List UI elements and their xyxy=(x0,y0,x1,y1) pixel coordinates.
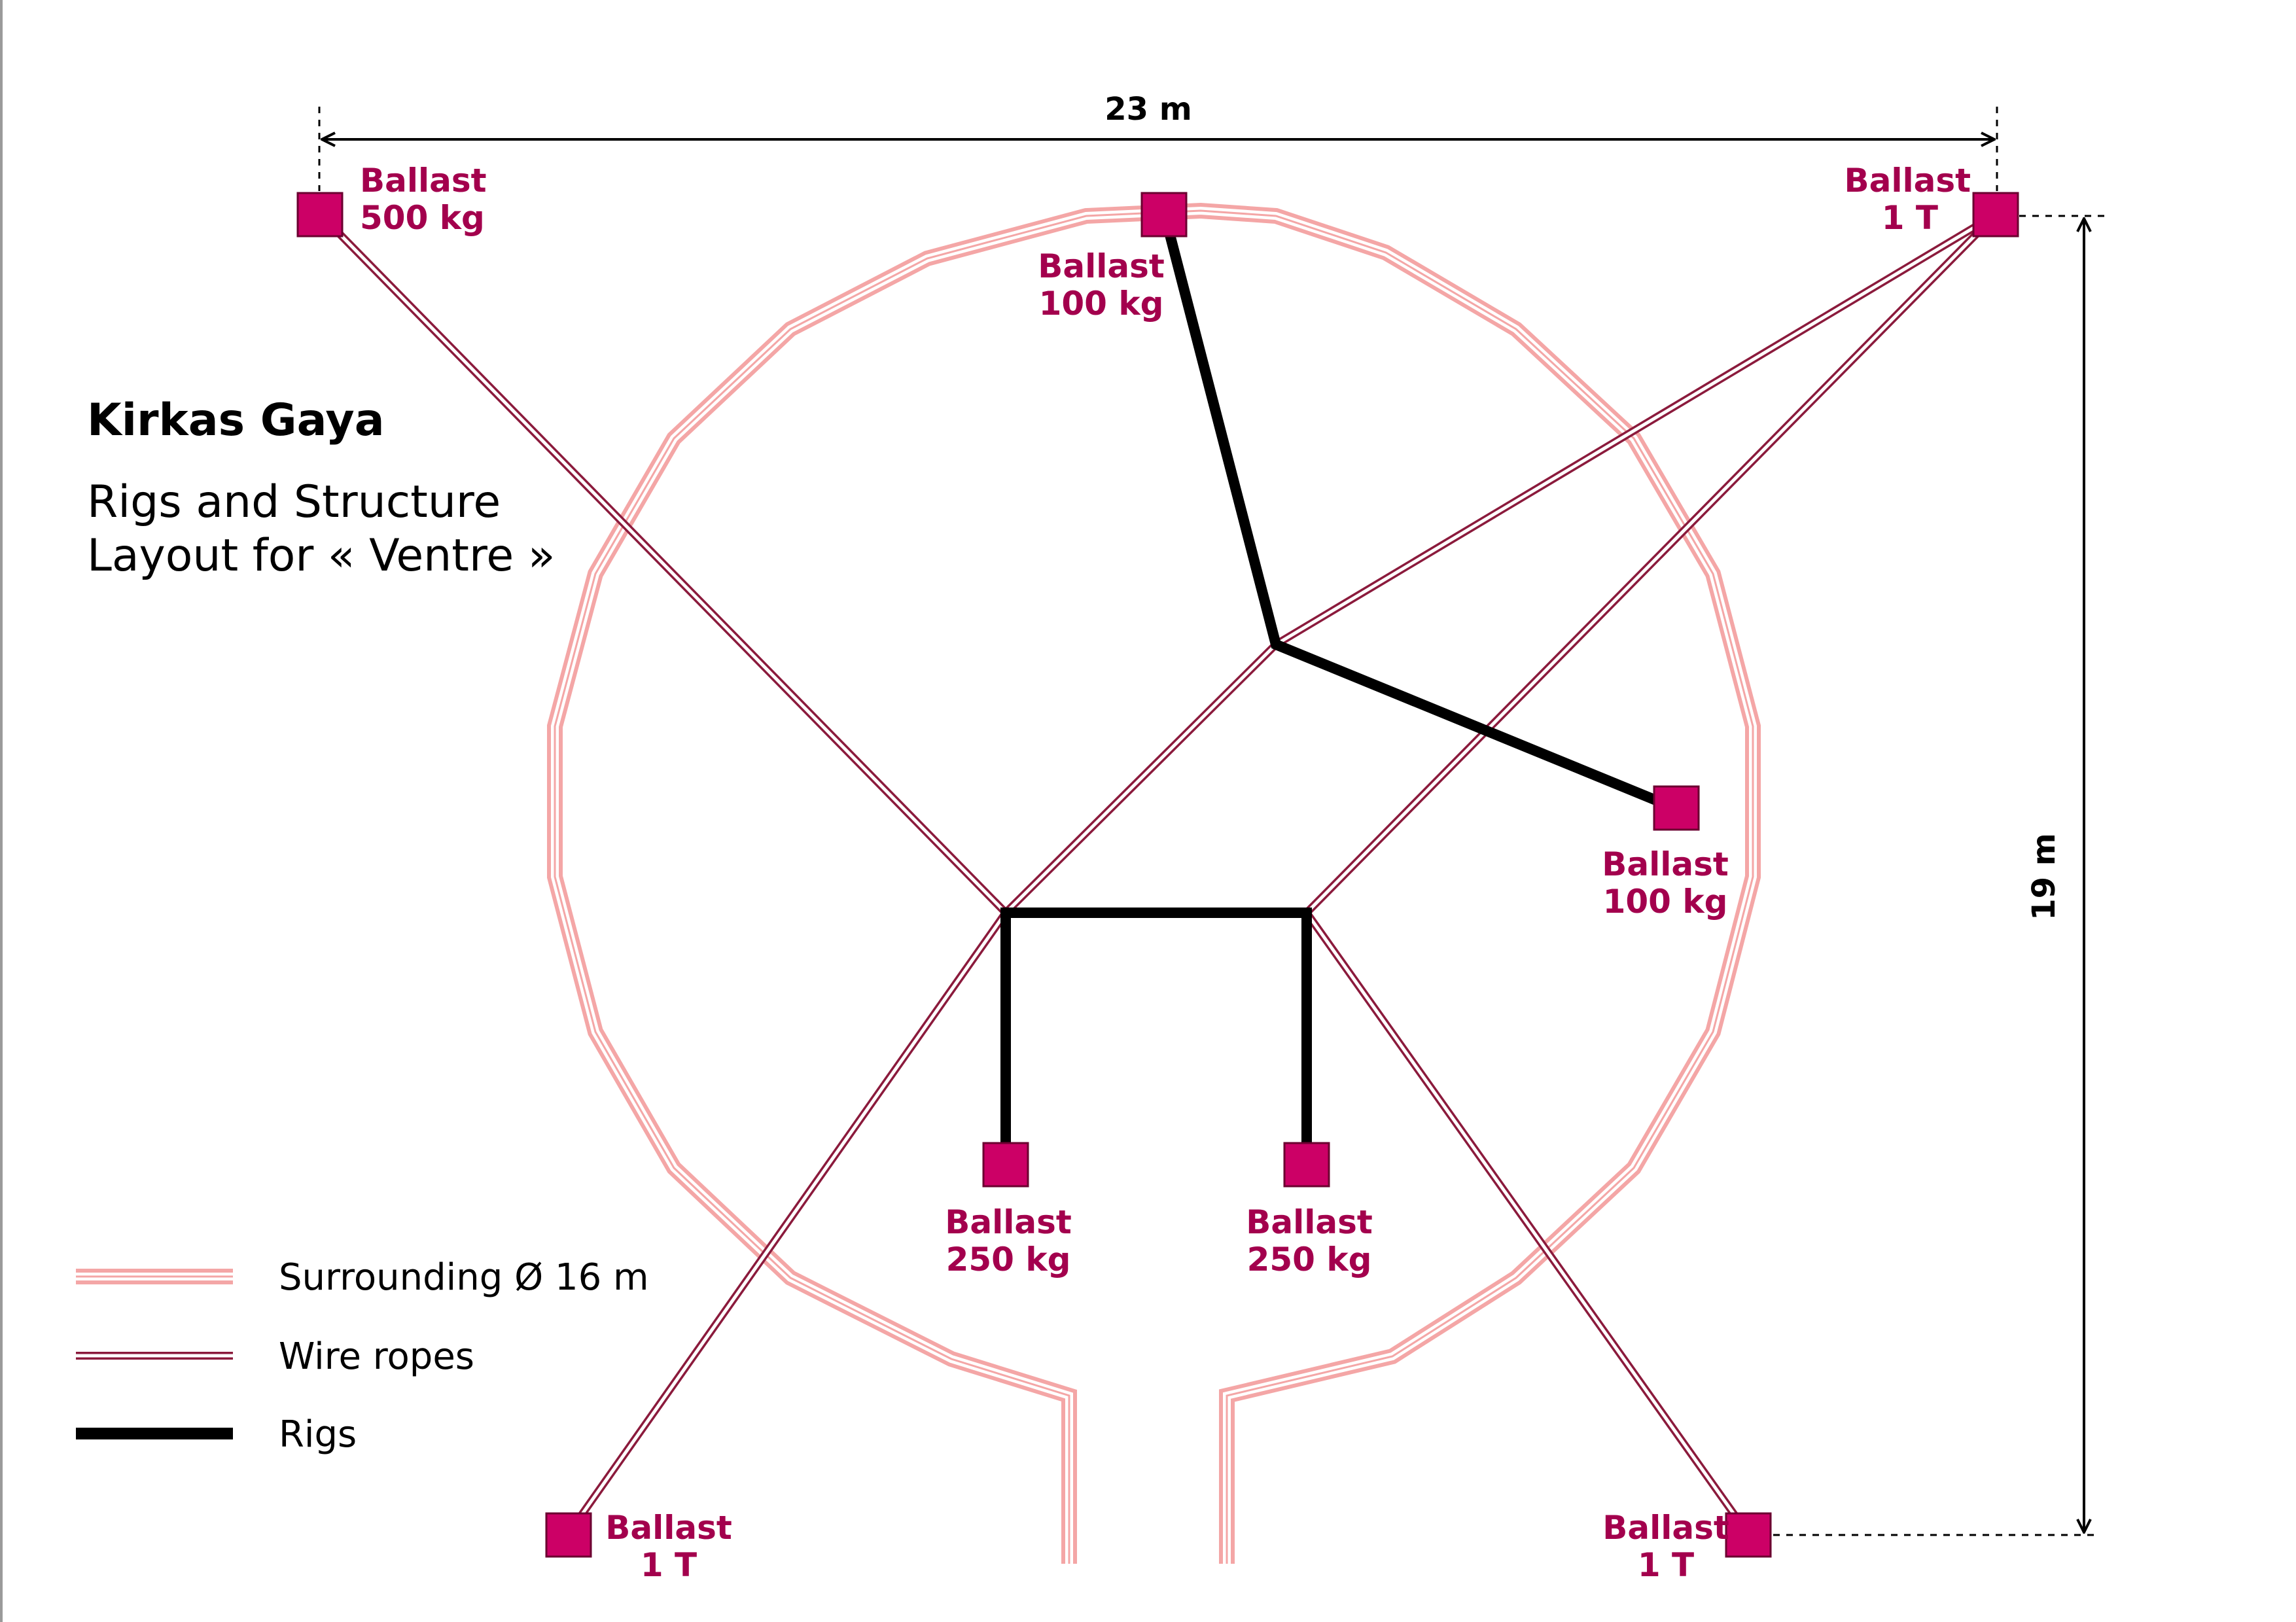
rigs xyxy=(1000,209,1680,1170)
ballast-bottom-right xyxy=(1725,1512,1772,1558)
ballast-label-top-center-2: 100 kg xyxy=(1039,285,1164,323)
legend-label-surrounding: Surrounding Ø 16 m xyxy=(279,1256,649,1299)
diagram-title: Kirkas Gaya xyxy=(87,395,385,446)
ballast-label-top-left-1: Ballast xyxy=(360,162,487,200)
ballast-bottom-left xyxy=(545,1512,592,1558)
width-dimension: 23 m xyxy=(318,91,1998,191)
ballast-label-top-left-2: 500 kg xyxy=(360,199,485,237)
title-block: Kirkas Gaya Rigs and Structure Layout fo… xyxy=(87,395,555,582)
ballast-bottom-inner-left xyxy=(982,1142,1029,1188)
ballast-label-mid-right-2: 100 kg xyxy=(1603,883,1728,921)
ballast-label-bottom-inner-left-2: 250 kg xyxy=(946,1241,1071,1278)
ballast-label-bottom-left-1: Ballast xyxy=(605,1509,732,1547)
ballast-label-top-right-1: Ballast xyxy=(1844,162,1971,200)
ballast-label-top-right-2: 1 T xyxy=(1882,199,1938,237)
ballast-top-right xyxy=(1972,192,2019,238)
ballast-label-bottom-left-2: 1 T xyxy=(641,1546,697,1584)
legend-label-rigs: Rigs xyxy=(279,1413,357,1456)
ballast-bottom-inner-right xyxy=(1283,1142,1330,1188)
surrounding-structure xyxy=(547,202,1761,1564)
ballast-top-left xyxy=(296,192,344,238)
ballast-label-bottom-right-2: 1 T xyxy=(1638,1546,1694,1584)
diagram-subtitle-line2: Layout for « Ventre » xyxy=(87,530,555,582)
ballast-mid-right xyxy=(1653,785,1700,831)
width-dimension-label: 23 m xyxy=(1104,91,1192,128)
ballast-label-bottom-right-1: Ballast xyxy=(1602,1509,1729,1547)
wire-ropes xyxy=(317,211,1999,1537)
ballast-label-bottom-inner-right-2: 250 kg xyxy=(1247,1241,1372,1278)
ballast-labels: Ballast 500 kg Ballast 100 kg Ballast 1 … xyxy=(360,162,1971,1584)
diagram-subtitle-line1: Rigs and Structure xyxy=(87,476,501,528)
ballast-label-bottom-inner-right-1: Ballast xyxy=(1246,1203,1373,1241)
height-dimension: 19 m xyxy=(1773,215,2107,1536)
ballast-top-center xyxy=(1140,192,1188,238)
ballast-markers xyxy=(296,192,2019,1558)
ballast-label-bottom-inner-left-1: Ballast xyxy=(945,1203,1072,1241)
ballast-label-mid-right-1: Ballast xyxy=(1602,845,1729,883)
legend: Surrounding Ø 16 m Wire ropes Rigs xyxy=(76,1256,649,1456)
ballast-label-top-center-1: Ballast xyxy=(1038,247,1165,285)
height-dimension-label: 19 m xyxy=(2026,833,2062,921)
legend-label-wire-ropes: Wire ropes xyxy=(279,1335,474,1378)
